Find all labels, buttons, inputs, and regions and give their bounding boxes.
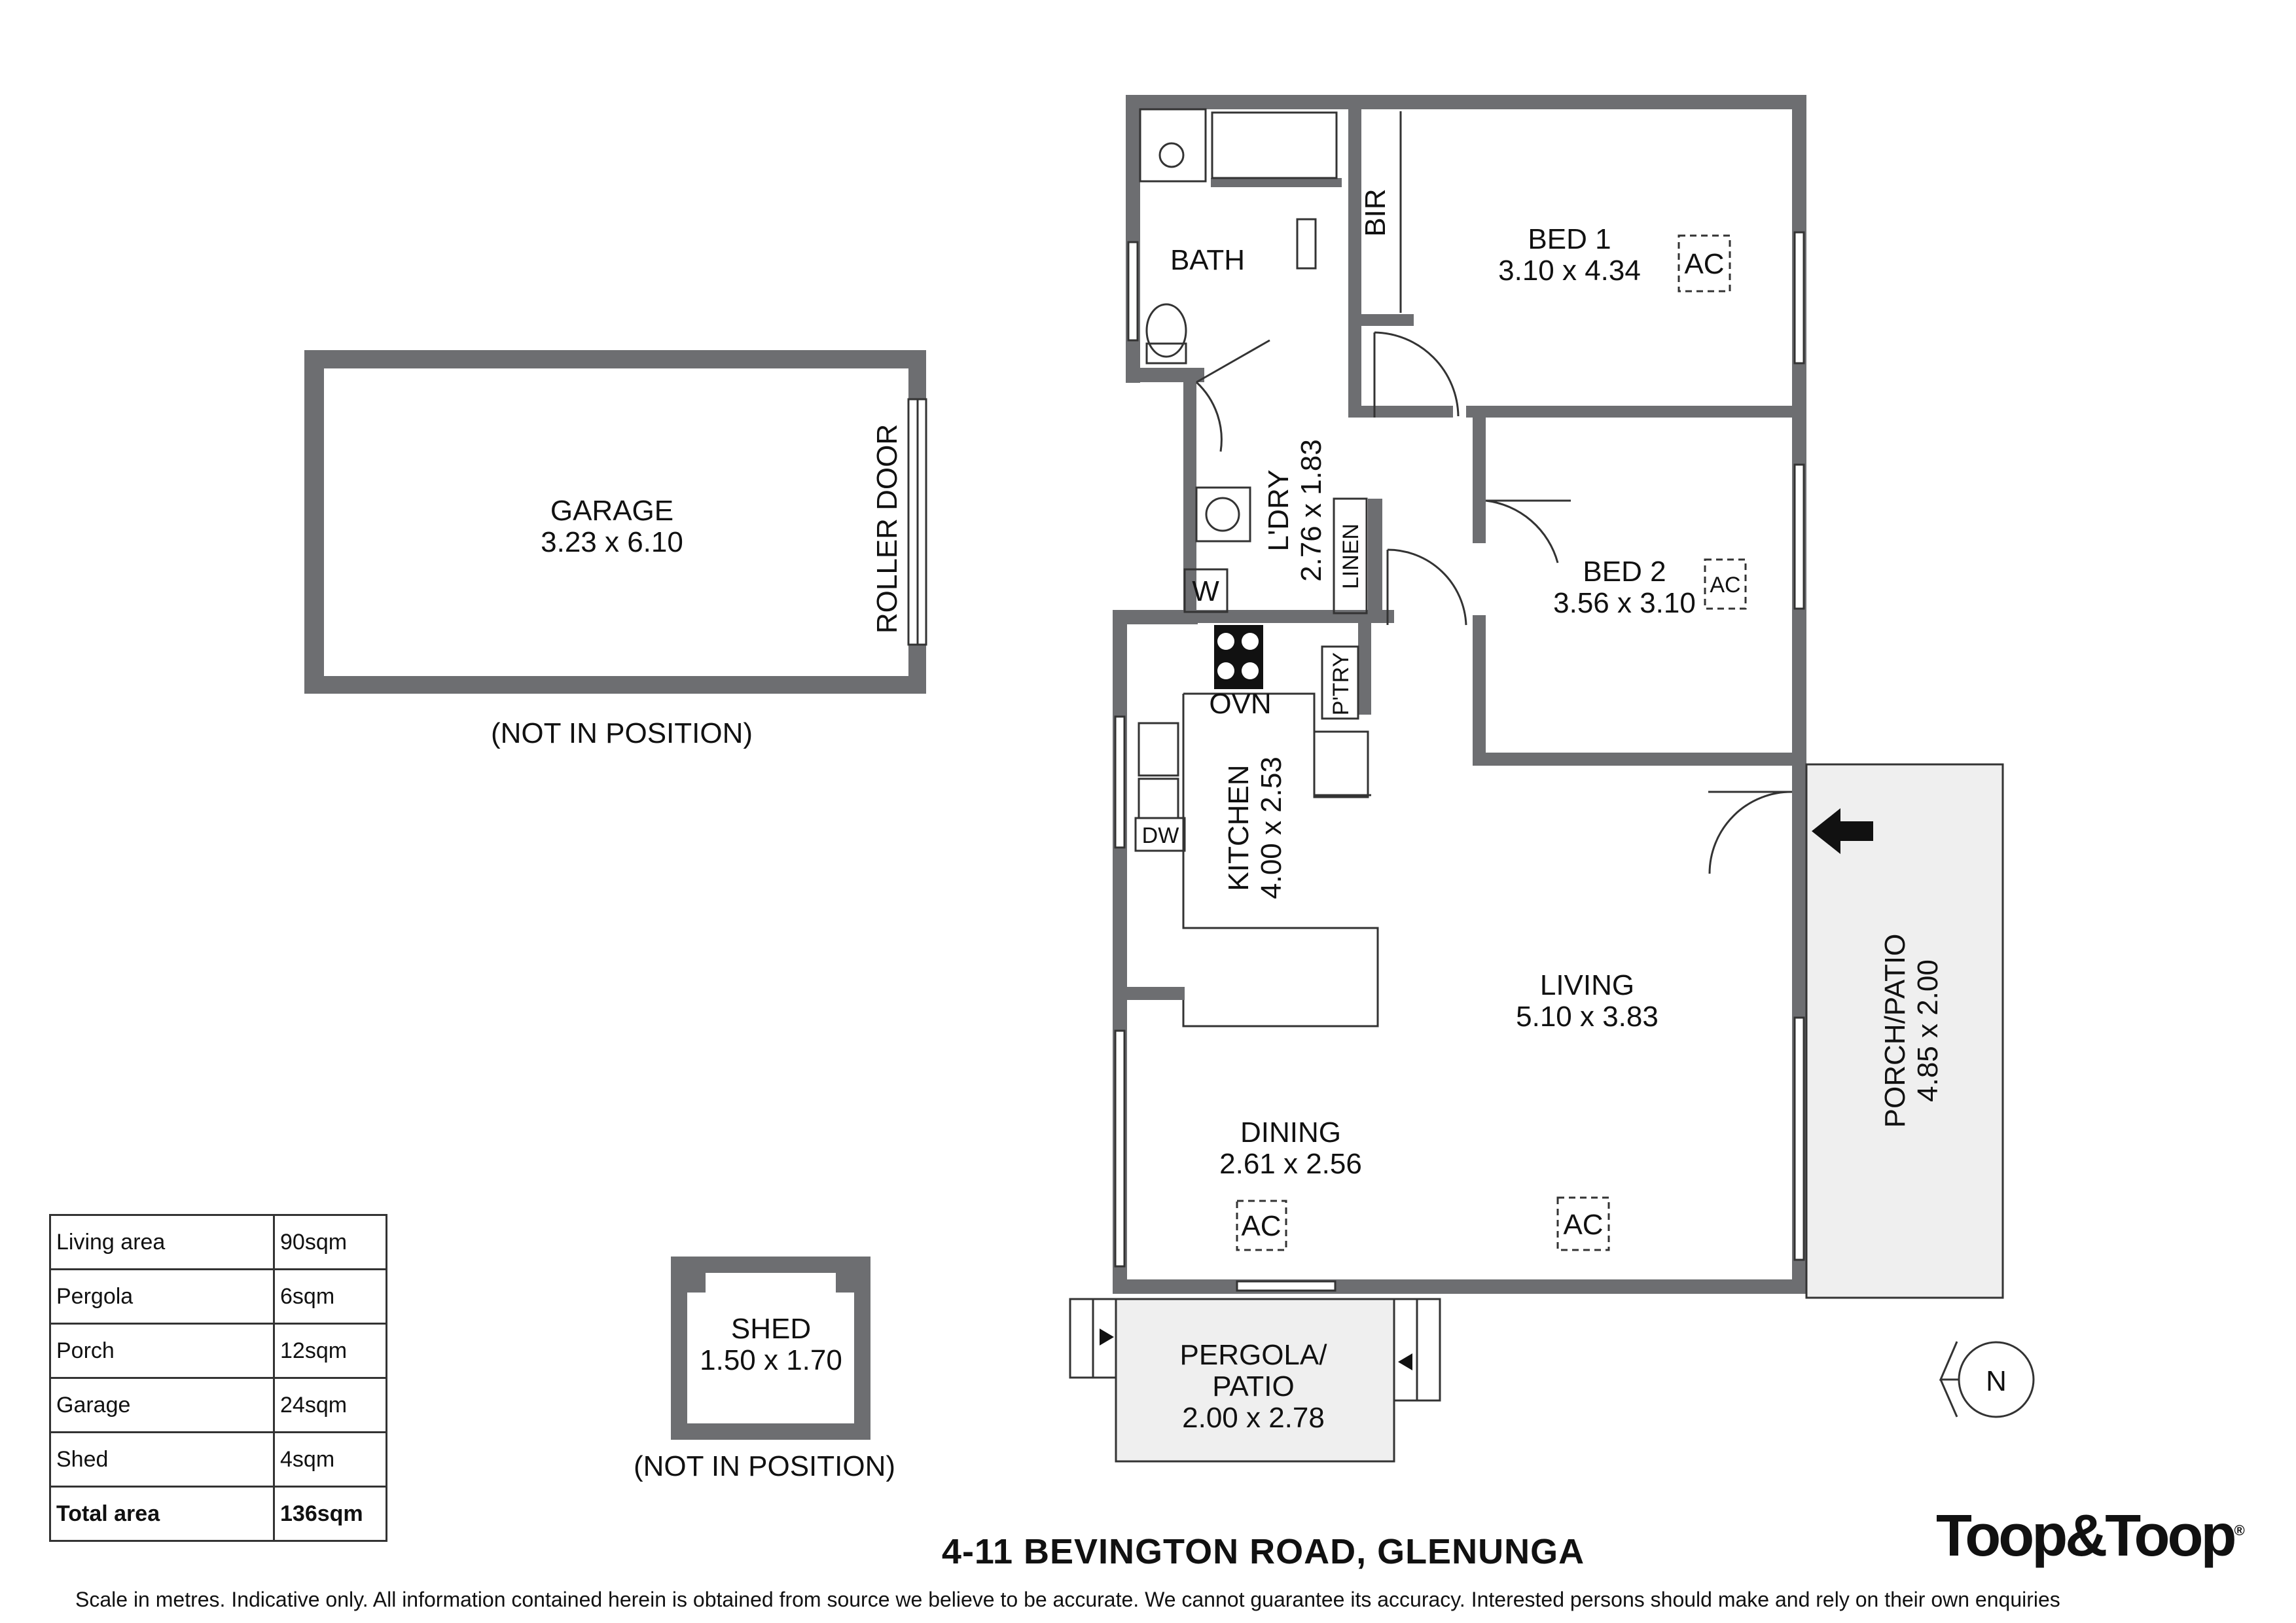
pergola-dims: 2.00 x 2.78 xyxy=(1182,1402,1325,1434)
table-row: Living area 90sqm xyxy=(49,1214,387,1270)
bed1-dims: 3.10 x 4.34 xyxy=(1498,255,1641,287)
shed-name: SHED xyxy=(731,1313,811,1345)
svg-text:AC: AC xyxy=(1563,1209,1603,1241)
bir-label: BIR xyxy=(1359,188,1391,236)
door-swings xyxy=(1195,331,1793,874)
table-row-total: Total area 136sqm xyxy=(49,1486,387,1542)
svg-text:AC: AC xyxy=(1684,248,1724,280)
garage-dims: 3.23 x 6.10 xyxy=(541,526,683,558)
dishwasher-label: DW xyxy=(1142,823,1179,848)
shed: SHED 1.50 x 1.70 xyxy=(671,1257,870,1440)
pergola-name-line2: PATIO xyxy=(1212,1370,1295,1402)
living-name: LIVING xyxy=(1540,969,1634,1001)
porch-name: PORCH/PATIO xyxy=(1879,934,1911,1128)
oven-label: OVN xyxy=(1209,688,1271,720)
living-dims: 5.10 x 3.83 xyxy=(1516,1001,1659,1033)
laundry-name: L'DRY xyxy=(1263,470,1295,552)
garage-position-note: (NOT IN POSITION) xyxy=(491,717,753,749)
svg-text:AC: AC xyxy=(1710,573,1740,597)
north-arrow-icon: N xyxy=(1939,1341,2035,1418)
bed1-name: BED 1 xyxy=(1528,223,1611,255)
laundry-dims: 2.76 x 1.83 xyxy=(1295,439,1327,582)
pergola-name-line1: PERGOLA/ xyxy=(1180,1339,1328,1371)
garage-name: GARAGE xyxy=(550,495,673,527)
brand-logo: Toop&Toop® xyxy=(1936,1503,2245,1569)
ac-unit-living: AC xyxy=(1556,1196,1610,1251)
ac-unit-bed1: AC xyxy=(1677,234,1731,293)
pergola xyxy=(1069,1298,1441,1463)
bed2-dims: 3.56 x 3.10 xyxy=(1553,587,1696,619)
area-summary-table: Living area 90sqm Pergola 6sqm Porch 12s… xyxy=(49,1214,387,1542)
svg-text:AC: AC xyxy=(1241,1210,1281,1242)
table-row: Shed 4sqm xyxy=(49,1431,387,1488)
washer-label: W xyxy=(1192,575,1219,607)
linen-label: LINEN xyxy=(1338,524,1363,589)
disclaimer-text: Scale in metres. Indicative only. All in… xyxy=(75,1588,2060,1611)
dining-name: DINING xyxy=(1240,1116,1341,1149)
svg-text:N: N xyxy=(1986,1365,2007,1397)
shed-position-note: (NOT IN POSITION) xyxy=(634,1450,895,1482)
table-row: Pergola 6sqm xyxy=(49,1268,387,1325)
kitchen-dims: 4.00 x 2.53 xyxy=(1255,757,1287,899)
table-row: Garage 24sqm xyxy=(49,1377,387,1433)
shed-dims: 1.50 x 1.70 xyxy=(700,1344,842,1376)
bath-label: BATH xyxy=(1170,244,1245,276)
ac-unit-dining: AC xyxy=(1236,1200,1287,1251)
dining-dims: 2.61 x 2.56 xyxy=(1219,1148,1362,1180)
fixtures xyxy=(1114,108,1805,1292)
entry-arrow-icon xyxy=(1812,808,1873,854)
roller-door-label: ROLLER DOOR xyxy=(871,424,903,633)
ac-unit-bed2: AC xyxy=(1704,558,1747,610)
garage: GARAGE 3.23 x 6.10 ROLLER DOOR xyxy=(304,350,927,694)
pantry-label: P'TRY xyxy=(1329,652,1354,716)
kitchen-name: KITCHEN xyxy=(1223,764,1255,891)
table-row: Porch 12sqm xyxy=(49,1323,387,1379)
porch-dims: 4.85 x 2.00 xyxy=(1912,959,1944,1102)
bed2-name: BED 2 xyxy=(1583,556,1666,588)
porch-patio xyxy=(1805,763,2004,1299)
property-address: 4-11 BEVINGTON ROAD, GLENUNGA xyxy=(941,1532,1585,1571)
